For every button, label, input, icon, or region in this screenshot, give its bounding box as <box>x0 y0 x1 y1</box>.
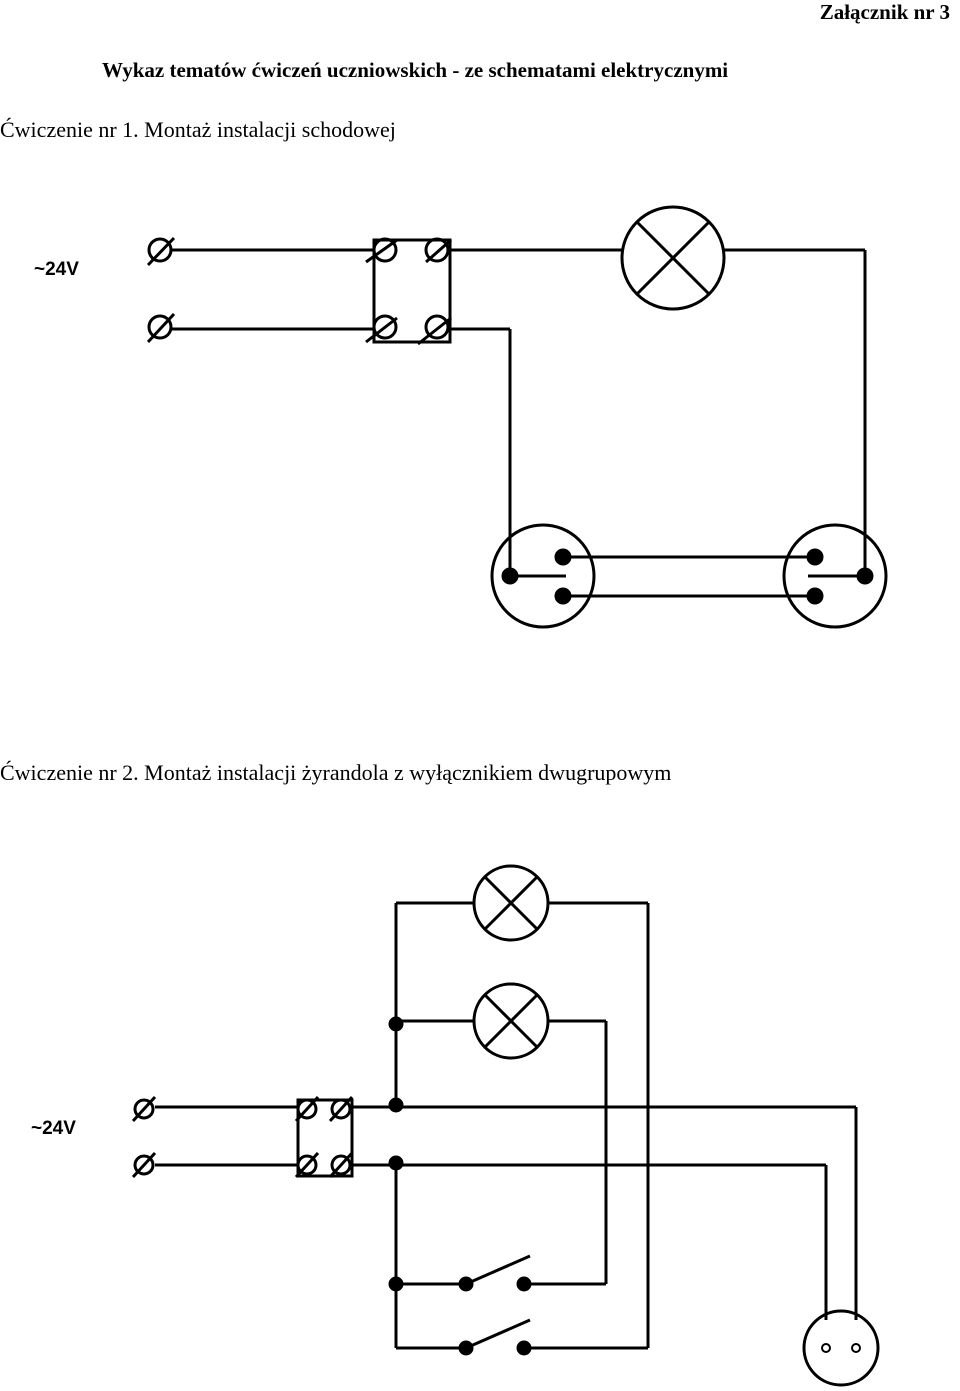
socket-icon <box>802 1309 880 1387</box>
wires <box>171 248 867 598</box>
annex-label: Załącznik nr 3 <box>819 0 950 24</box>
junction-dots <box>388 1016 404 1292</box>
lamp-1-icon <box>472 864 550 942</box>
exercise-2-heading: Ćwiczenie nr 2. Montaż instalacji żyrand… <box>0 760 672 785</box>
exercise-1-supply-label: ~24V <box>34 259 79 280</box>
supply-terminal-top <box>146 236 176 267</box>
exercise-1-heading: Ćwiczenie nr 1. Montaż instalacji schodo… <box>0 117 396 142</box>
supply-terminal-bottom <box>146 312 176 344</box>
staircase-switch-left-icon <box>490 523 596 629</box>
lamp-2-icon <box>472 982 550 1060</box>
supply-terminal-top <box>131 1095 157 1123</box>
wires <box>155 901 858 1350</box>
switch-contact-1-icon <box>458 1254 532 1292</box>
connector-block <box>365 237 452 346</box>
document-title: Wykaz tematów ćwiczeń uczniowskich - ze … <box>102 58 729 82</box>
exercise-2-supply-label: ~24V <box>31 1118 76 1139</box>
lamp-icon <box>620 205 726 311</box>
connector-block <box>294 1095 354 1179</box>
switch-contact-2-icon <box>458 1318 532 1356</box>
staircase-switch-right-icon <box>782 523 888 629</box>
supply-terminal-bottom <box>131 1151 157 1179</box>
